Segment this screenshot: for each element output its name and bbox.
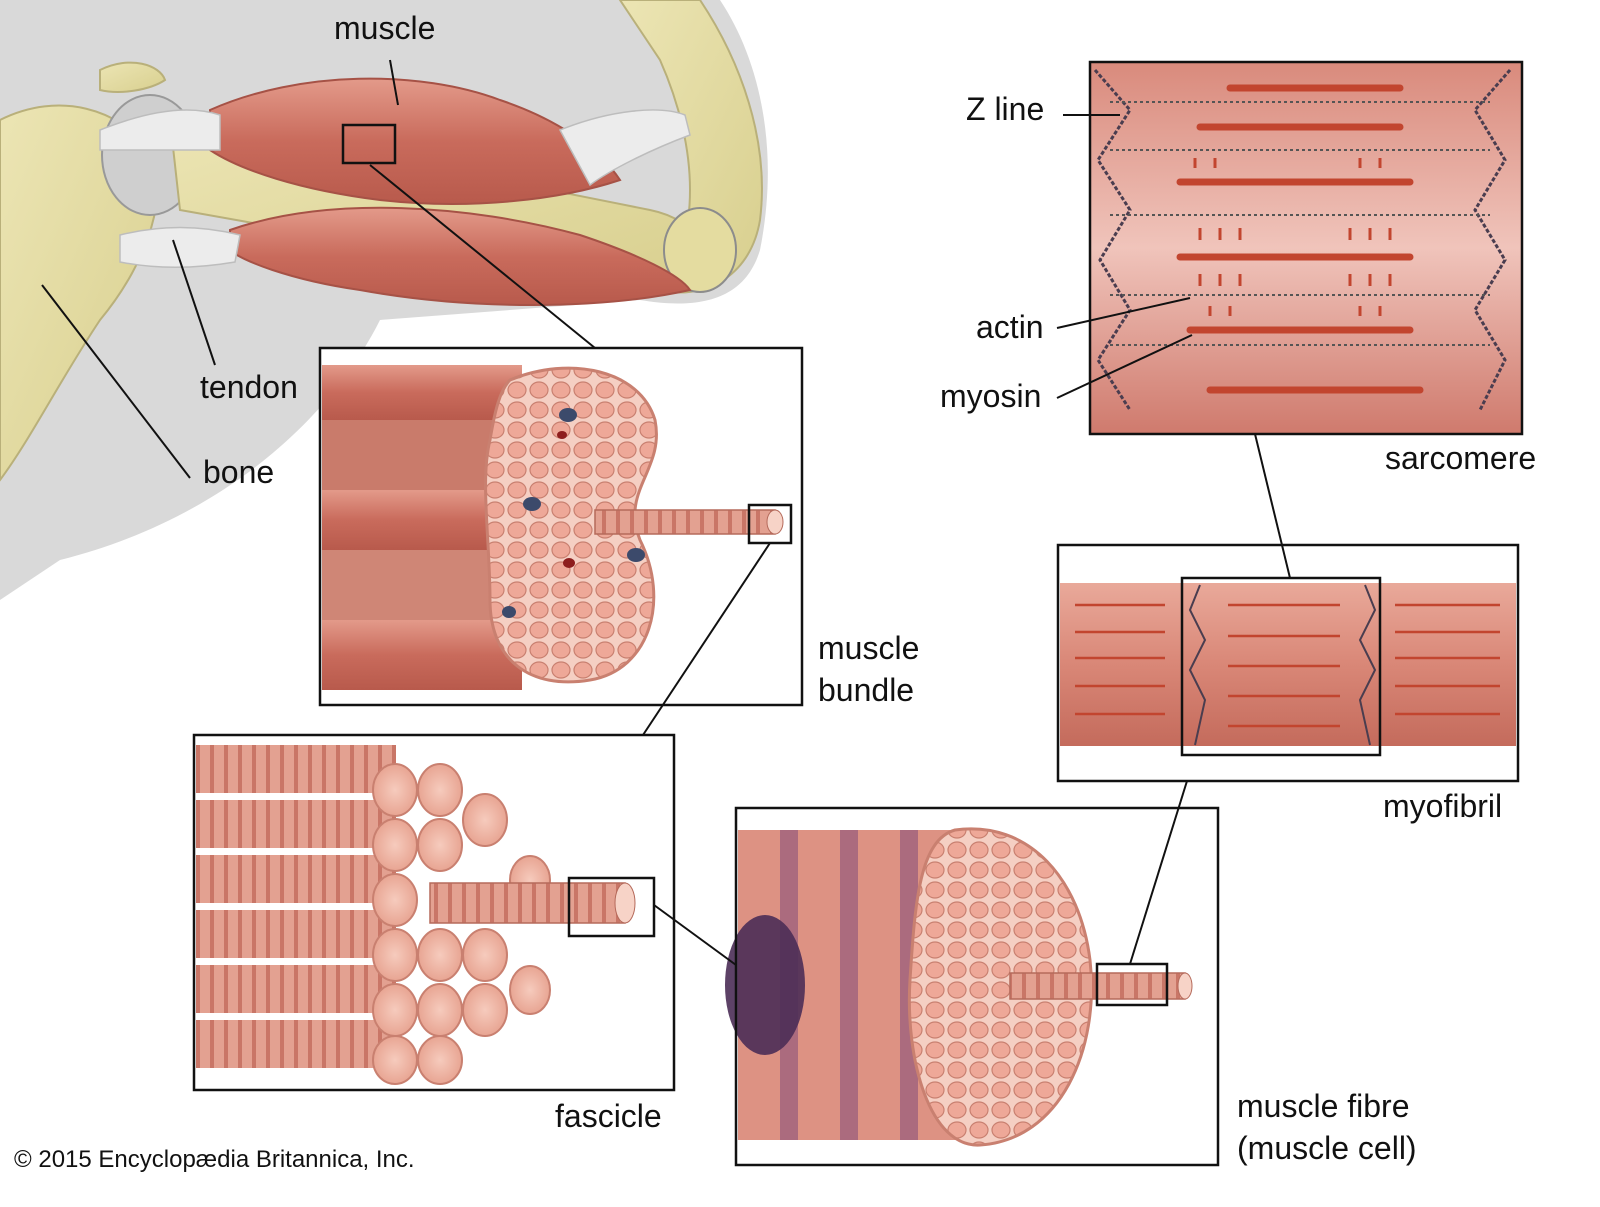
label-tendon: tendon	[200, 369, 298, 405]
fibre-cross-section	[907, 827, 1093, 1147]
triceps-muscle	[229, 206, 692, 306]
myosin-filaments	[1176, 84, 1424, 394]
label-muscle: muscle	[334, 10, 436, 46]
muscle-fibre-panel	[725, 806, 1220, 1167]
label-bone: bone	[203, 454, 275, 490]
fibre-rod	[429, 882, 626, 924]
biceps-tendon	[99, 109, 221, 151]
sarcomere-panel	[1088, 60, 1524, 436]
fibre-zoom-box	[1095, 962, 1169, 1007]
fascicle-fibre-ends	[372, 763, 551, 1085]
muscle-zoom-box	[341, 123, 397, 165]
label-fascicle: fascicle	[555, 1098, 662, 1134]
arm-illustration	[0, 0, 768, 600]
myofibril-zoom-box	[1180, 576, 1382, 757]
label-muscle-fibre-line2: (muscle cell)	[1237, 1130, 1417, 1166]
label-sarcomere: sarcomere	[1385, 440, 1537, 476]
connector-lines	[41, 59, 1291, 966]
label-muscle-bundle-line1: muscle	[818, 630, 920, 666]
fascicle-rod	[594, 509, 776, 535]
acromion-bone	[99, 61, 167, 93]
label-muscle-bundle-line2: bundle	[818, 672, 915, 708]
myofibril-panel	[1056, 543, 1520, 783]
elbow-joint	[663, 207, 737, 293]
label-myosin: myosin	[940, 378, 1042, 414]
label-z-line: Z line	[966, 91, 1045, 127]
distal-tendon	[558, 109, 691, 187]
fascicle-panel	[192, 733, 676, 1092]
bundle-cross-section	[484, 366, 658, 684]
copyright-notice: © 2015 Encyclopædia Britannica, Inc.	[14, 1146, 415, 1173]
label-muscle-fibre-line1: muscle fibre	[1237, 1088, 1410, 1124]
biceps-muscle	[209, 77, 622, 205]
label-actin: actin	[976, 309, 1044, 345]
muscle-bundle-panel	[318, 346, 804, 707]
label-myofibril: myofibril	[1383, 788, 1503, 824]
lower-tendon	[119, 226, 241, 269]
fascicle-zoom-box	[567, 876, 656, 938]
